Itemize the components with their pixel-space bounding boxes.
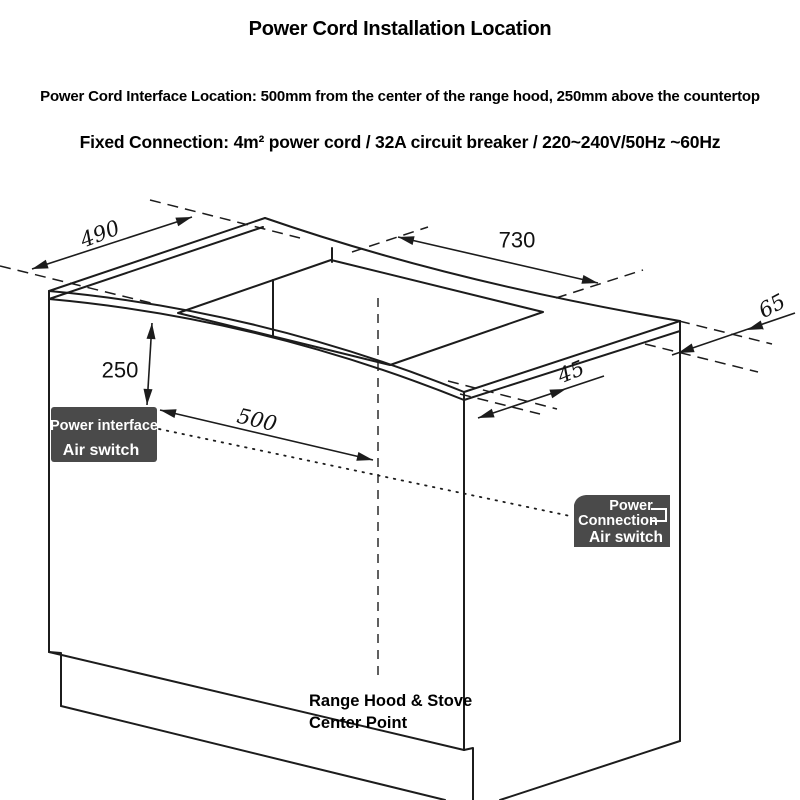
dim-500-label: 500 xyxy=(235,404,279,436)
center-point-text-2: Center Point xyxy=(309,714,408,732)
center-point-text-1: Range Hood & Stove xyxy=(309,692,472,710)
outlet-bracket-icon xyxy=(651,508,667,522)
dimension-cutout-width: 730 xyxy=(397,228,599,284)
power-routing-line xyxy=(158,428,571,517)
air-switch-right-text: Air switch xyxy=(589,529,663,546)
power-interface-box xyxy=(51,407,157,462)
interface-location-note: Power Cord Interface Location: 500mm fro… xyxy=(40,88,760,105)
power-interface-label: Power interface Air switch xyxy=(50,407,158,462)
dim-250-label: 250 xyxy=(102,358,139,383)
fixed-connection-spec: Fixed Connection: 4m² power cord / 32A c… xyxy=(79,132,721,152)
dimension-front-margin: 45 xyxy=(477,356,605,419)
power-connection-box xyxy=(574,495,670,547)
page-title: Power Cord Installation Location xyxy=(248,18,552,40)
air-switch-left-text: Air switch xyxy=(63,442,139,459)
extension-lines xyxy=(0,199,773,415)
dimension-interface-offset: 500 xyxy=(159,404,374,461)
dim-65-label: 65 xyxy=(755,289,790,323)
dim-730-label: 730 xyxy=(499,228,536,253)
stove-cutout xyxy=(177,247,544,366)
center-point-label: Range Hood & Stove Center Point xyxy=(309,692,472,732)
dimension-back-margin: 65 xyxy=(671,289,796,356)
countertop-outline xyxy=(48,217,681,401)
power-interface-text: Power interface xyxy=(50,418,158,434)
dimension-interface-height: 250 xyxy=(102,322,156,406)
power-connection-label: Power Connection Air switch xyxy=(574,495,670,547)
power-connection-text-1: Power xyxy=(609,498,653,514)
cabinet-body xyxy=(48,290,681,800)
power-connection-text-2: Connection xyxy=(578,513,658,529)
dimension-counter-depth: 490 xyxy=(31,216,193,270)
